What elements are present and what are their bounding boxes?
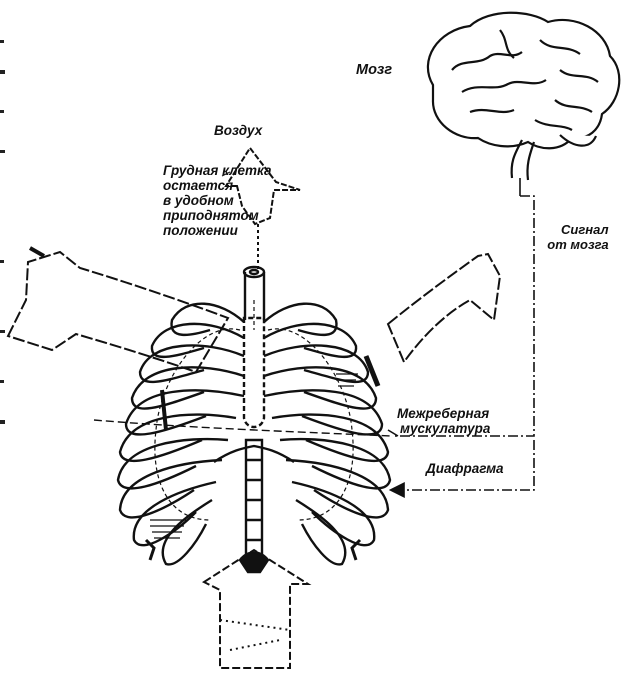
chest-position-label: Грудная клетка остается в удобном припод… — [163, 163, 272, 238]
lung-outlines — [155, 300, 353, 520]
intercostal-label: Межреберная мускулатура — [397, 406, 490, 436]
chest-position-line-2: остается — [163, 178, 272, 193]
signal-line-1: Сигнал — [541, 222, 609, 237]
chest-position-line-1: Грудная клетка — [163, 163, 272, 178]
intercostal-line-1: Межреберная — [397, 406, 490, 421]
margin-bleed-marks — [0, 40, 5, 424]
signal-pathway — [388, 178, 534, 490]
brain-illustration — [428, 13, 619, 180]
air-label: Воздух — [214, 123, 262, 138]
brain-label: Мозг — [356, 63, 392, 78]
chest-position-line-3: в удобном — [163, 193, 272, 208]
intercostal-line-2: мускулатура — [397, 421, 490, 436]
signal-line-2: от мозга — [541, 237, 609, 252]
chest-position-line-5: положении — [163, 223, 272, 238]
chest-position-line-4: приподнятом — [163, 208, 272, 223]
signal-label: Сигнал от мозга — [541, 222, 609, 252]
diaphragm-label: Диафрагма — [426, 461, 504, 476]
